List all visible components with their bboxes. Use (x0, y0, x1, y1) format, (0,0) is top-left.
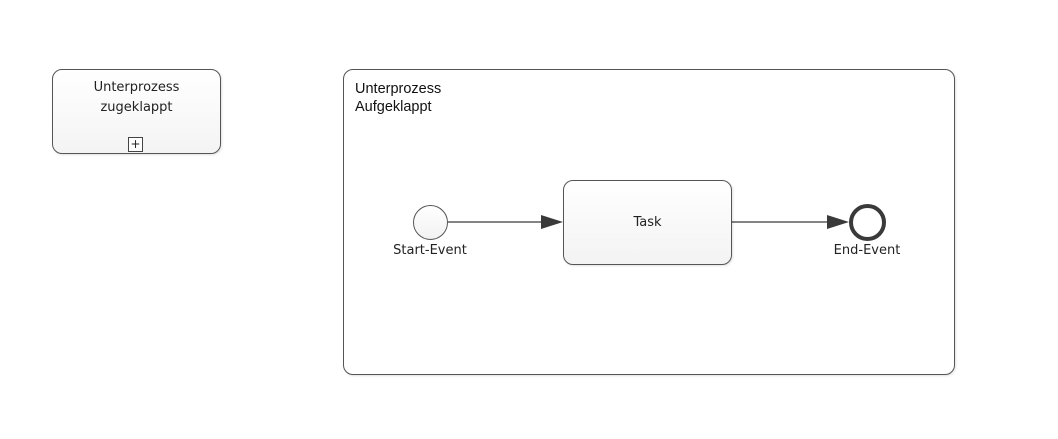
start-event-circle[interactable] (413, 205, 448, 240)
start-event-label: Start-Event (393, 243, 467, 258)
collapsed-subprocess[interactable]: Unterprozess zugeklappt + (52, 69, 221, 154)
task-box[interactable]: Task (563, 180, 732, 265)
task-label: Task (633, 215, 662, 230)
expanded-subprocess-label-line-2: Aufgeklappt (355, 99, 432, 115)
arrowhead-icon (827, 215, 849, 229)
sequence-flow-task-to-end[interactable] (732, 215, 849, 229)
end-event-circle[interactable] (849, 204, 886, 241)
collapsed-subprocess-label-line-1: Unterprozess (93, 80, 180, 95)
arrowhead-icon (541, 215, 563, 229)
collapsed-subprocess-label: Unterprozess zugeklappt (53, 78, 220, 118)
end-event-label: End-Event (833, 243, 901, 258)
expand-plus-icon[interactable]: + (128, 137, 143, 152)
expanded-subprocess-label-line-1: Unterprozess (355, 81, 442, 97)
expanded-subprocess-label: Unterprozess Aufgeklappt (355, 80, 441, 116)
collapsed-subprocess-label-line-2: zugeklappt (100, 100, 173, 115)
sequence-flow-start-to-task[interactable] (448, 215, 563, 229)
